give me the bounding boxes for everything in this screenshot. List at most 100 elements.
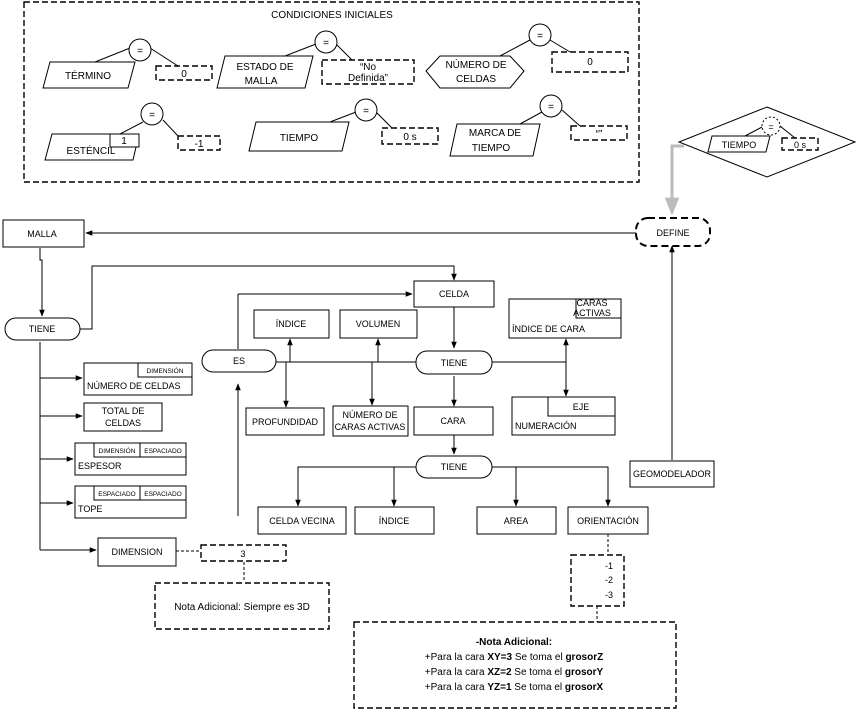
- estado-malla-assignment: = ESTADO DE MALLA “No Definida”: [216, 30, 415, 89]
- initial-conditions-title: CONDICIONES INICIALES: [271, 10, 393, 21]
- tiempo-input-node: [248, 121, 350, 152]
- svg-text:MALLA: MALLA: [245, 76, 278, 87]
- svg-text:DIMENSIÓN: DIMENSIÓN: [99, 446, 136, 455]
- svg-text:1: 1: [121, 136, 127, 147]
- tiempo-assignment: = TIEMPO 0 s: [248, 98, 439, 152]
- svg-text:Nota Adicional: Siempre es 3D: Nota Adicional: Siempre es 3D: [174, 602, 310, 613]
- svg-text:3: 3: [240, 549, 245, 559]
- svg-text:EJE: EJE: [573, 402, 590, 412]
- svg-text:DIMENSION: DIMENSION: [111, 547, 162, 557]
- svg-text:=: =: [537, 31, 543, 42]
- eje-tag: [547, 396, 616, 417]
- estencil-equals-node: [140, 102, 164, 126]
- node-indice-cara: CARAS ACTIVAS ÍNDICE DE CARA: [508, 298, 622, 339]
- termino-value: 0: [181, 69, 187, 80]
- svg-text:ÍNDICE: ÍNDICE: [379, 516, 410, 526]
- svg-text:-2: -2: [605, 575, 613, 585]
- node-numeracion: EJE NUMERACIÓN: [511, 396, 616, 436]
- prop-tope: ESPACIADO ESPACIADO TOPE: [74, 485, 187, 519]
- svg-text:ORIENTACIÓN: ORIENTACIÓN: [577, 516, 639, 526]
- termino-equals-node: [128, 38, 152, 62]
- tiempo-decision: = TIEMPO 0 s: [677, 106, 857, 178]
- svg-text:NÚMERO DE CELDAS: NÚMERO DE CELDAS: [87, 381, 181, 391]
- svg-text:ESTADO DE: ESTADO DE: [236, 62, 293, 73]
- svg-text:CARAS ACTIVAS: CARAS ACTIVAS: [335, 422, 406, 432]
- node-tiene-celda: TIENE: [415, 350, 493, 375]
- marca-tiempo-input-node: [449, 123, 541, 157]
- node-es: ES: [201, 349, 277, 373]
- termino-value-box: [155, 65, 213, 81]
- node-volumen: VOLUMEN: [339, 309, 418, 339]
- estencil-inner-box: [109, 133, 140, 148]
- marca-tiempo-value-box: [570, 125, 628, 141]
- svg-text:ESPESOR: ESPESOR: [78, 461, 122, 471]
- svg-text:TOTAL DE: TOTAL DE: [102, 406, 145, 416]
- svg-text:CELDAS: CELDAS: [456, 74, 496, 85]
- tiempo-label: TIEMPO: [280, 133, 319, 144]
- dimension-value-box: [200, 544, 287, 562]
- svg-text:0 s: 0 s: [403, 132, 416, 143]
- estencil-assignment: = 1 ESTÉNCIL -1: [44, 102, 221, 161]
- node-geomodelador: GEOMODELADOR: [629, 460, 715, 488]
- svg-text:CARA: CARA: [440, 416, 465, 426]
- estado-malla-input-node: [216, 55, 314, 89]
- svg-text:ÍNDICE DE CARA: ÍNDICE DE CARA: [512, 324, 585, 334]
- svg-text:=: =: [768, 122, 773, 132]
- svg-text:TIEMPO: TIEMPO: [722, 140, 757, 150]
- note-dimension: Nota Adicional: Siempre es 3D: [154, 582, 330, 630]
- svg-text:=: =: [137, 46, 143, 57]
- svg-text:ÍNDICE: ÍNDICE: [276, 319, 307, 329]
- decision-tiempo-node: [707, 135, 771, 153]
- node-indice-top: ÍNDICE: [253, 309, 330, 339]
- svg-text:-3: -3: [605, 590, 613, 600]
- svg-text:TOPE: TOPE: [78, 504, 102, 514]
- svg-text:DIMENSIÓN: DIMENSIÓN: [147, 366, 184, 375]
- node-define: DEFINE: [635, 217, 711, 247]
- svg-text:“”: “”: [596, 129, 603, 140]
- connectors: [39, 230, 675, 622]
- svg-text:CARAS: CARAS: [576, 298, 607, 308]
- node-orientacion: ORIENTACIÓN: [567, 506, 649, 535]
- svg-text:ES: ES: [233, 356, 245, 366]
- decision-value-box: [781, 137, 819, 151]
- node-tiene-malla: TIENE: [4, 317, 81, 341]
- node-indice-bottom: ÍNDICE: [354, 506, 435, 535]
- numero-celdas-assignment: = NÚMERO DE CELDAS 0: [425, 23, 629, 89]
- svg-text:=: =: [149, 110, 155, 121]
- svg-text:Definida”: Definida”: [348, 73, 388, 84]
- initial-conditions-panel: CONDICIONES INICIALES = TÉRMINO 0 = ESTA…: [23, 1, 640, 183]
- note-line-3: +Para la cara YZ=1 Se toma el grosorX: [425, 682, 604, 693]
- note-line-2: +Para la cara XZ=2 Se toma el grosorY: [425, 667, 604, 678]
- svg-text:ESPACIADO: ESPACIADO: [144, 491, 181, 498]
- node-cara: CARA: [413, 406, 494, 436]
- svg-text:CELDA: CELDA: [439, 289, 469, 299]
- svg-text:ESPACIADO: ESPACIADO: [144, 448, 181, 455]
- svg-text:VOLUMEN: VOLUMEN: [356, 319, 401, 329]
- svg-text:“No: “No: [360, 62, 377, 73]
- svg-text:-1: -1: [605, 561, 613, 571]
- node-celda-vecina: CELDA VECINA: [257, 506, 347, 535]
- svg-text:0 s: 0 s: [794, 140, 807, 150]
- svg-text:TIENE: TIENE: [29, 324, 56, 334]
- svg-text:PROFUNDIDAD: PROFUNDIDAD: [252, 417, 319, 427]
- prop-espesor: DIMENSIÓN ESPACIADO ESPESOR: [74, 442, 187, 476]
- svg-text:=: =: [323, 38, 329, 49]
- svg-text:MARCA DE: MARCA DE: [469, 128, 522, 139]
- termino-input-node: [42, 61, 136, 89]
- svg-text:NÚMERO DE: NÚMERO DE: [342, 410, 397, 420]
- svg-text:=: =: [363, 106, 369, 117]
- svg-text:TIENE: TIENE: [441, 358, 468, 368]
- svg-text:-1: -1: [195, 139, 204, 150]
- decision-to-define-arrow: [664, 144, 684, 216]
- tiempo-equals-node: [354, 98, 378, 122]
- tiempo-value-box: [381, 127, 439, 145]
- marca-tiempo-assignment: = MARCA DE TIEMPO “”: [449, 94, 628, 157]
- svg-text:ACTIVAS: ACTIVAS: [573, 308, 611, 318]
- numero-celdas-value-box: [551, 51, 629, 73]
- svg-text:CELDAS: CELDAS: [105, 418, 141, 428]
- decision-equals-node: [761, 116, 781, 136]
- estencil-label: ESTÉNCIL: [67, 144, 116, 157]
- node-tiene-cara: TIENE: [415, 455, 493, 479]
- svg-text:TIEMPO: TIEMPO: [472, 143, 511, 154]
